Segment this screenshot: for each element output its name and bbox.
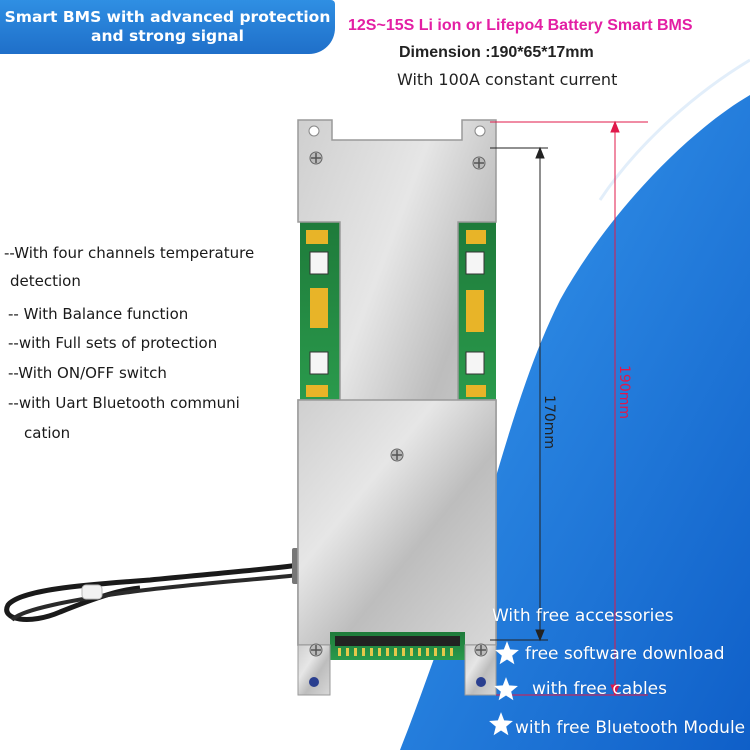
cable bbox=[4, 562, 301, 622]
feature-line-6: --with Uart Bluetooth communi bbox=[8, 394, 240, 412]
heatsink-body bbox=[297, 399, 497, 646]
feature-line-7: cation bbox=[24, 424, 71, 442]
feature-line-5: --With ON/OFF switch bbox=[8, 364, 167, 382]
screw-bottom-right bbox=[474, 643, 488, 657]
screw-top-right bbox=[472, 156, 486, 170]
accessory-item-bluetooth: with free Bluetooth Module bbox=[515, 718, 746, 738]
dimension-190-label: 190mm bbox=[616, 365, 632, 419]
star-icon bbox=[494, 677, 518, 701]
accessories-heading: With free accessories bbox=[492, 606, 674, 626]
screw-top-left bbox=[309, 151, 323, 165]
product-title: 12S~15S Li ion or Lifepo4 Battery Smart … bbox=[348, 17, 693, 34]
feature-line-2: detection bbox=[10, 272, 81, 290]
accessory-item-cables: with free cables bbox=[532, 679, 667, 699]
badge-line-2: and strong signal bbox=[91, 27, 244, 45]
dimension-170-line bbox=[490, 146, 548, 642]
dimension-190-line bbox=[490, 120, 648, 697]
feature-line-3: -- With Balance function bbox=[8, 305, 189, 323]
star-icon bbox=[489, 712, 513, 736]
feature-line-1: --With four channels temperature bbox=[4, 244, 255, 262]
feature-line-4: --with Full sets of protection bbox=[8, 334, 218, 352]
dimension-170-label: 170mm bbox=[541, 395, 557, 449]
accessory-item-software: free software download bbox=[525, 644, 725, 664]
screw-bottom-left bbox=[309, 643, 323, 657]
current-text: With 100A constant current bbox=[397, 70, 618, 89]
screw-center bbox=[390, 448, 404, 462]
cable-tie bbox=[81, 584, 103, 600]
star-icon bbox=[495, 641, 519, 665]
headline-badge: Smart BMS with advanced protection and s… bbox=[0, 0, 335, 54]
badge-line-1: Smart BMS with advanced protection bbox=[4, 8, 331, 26]
dimension-text: Dimension :190*65*17mm bbox=[399, 44, 594, 61]
